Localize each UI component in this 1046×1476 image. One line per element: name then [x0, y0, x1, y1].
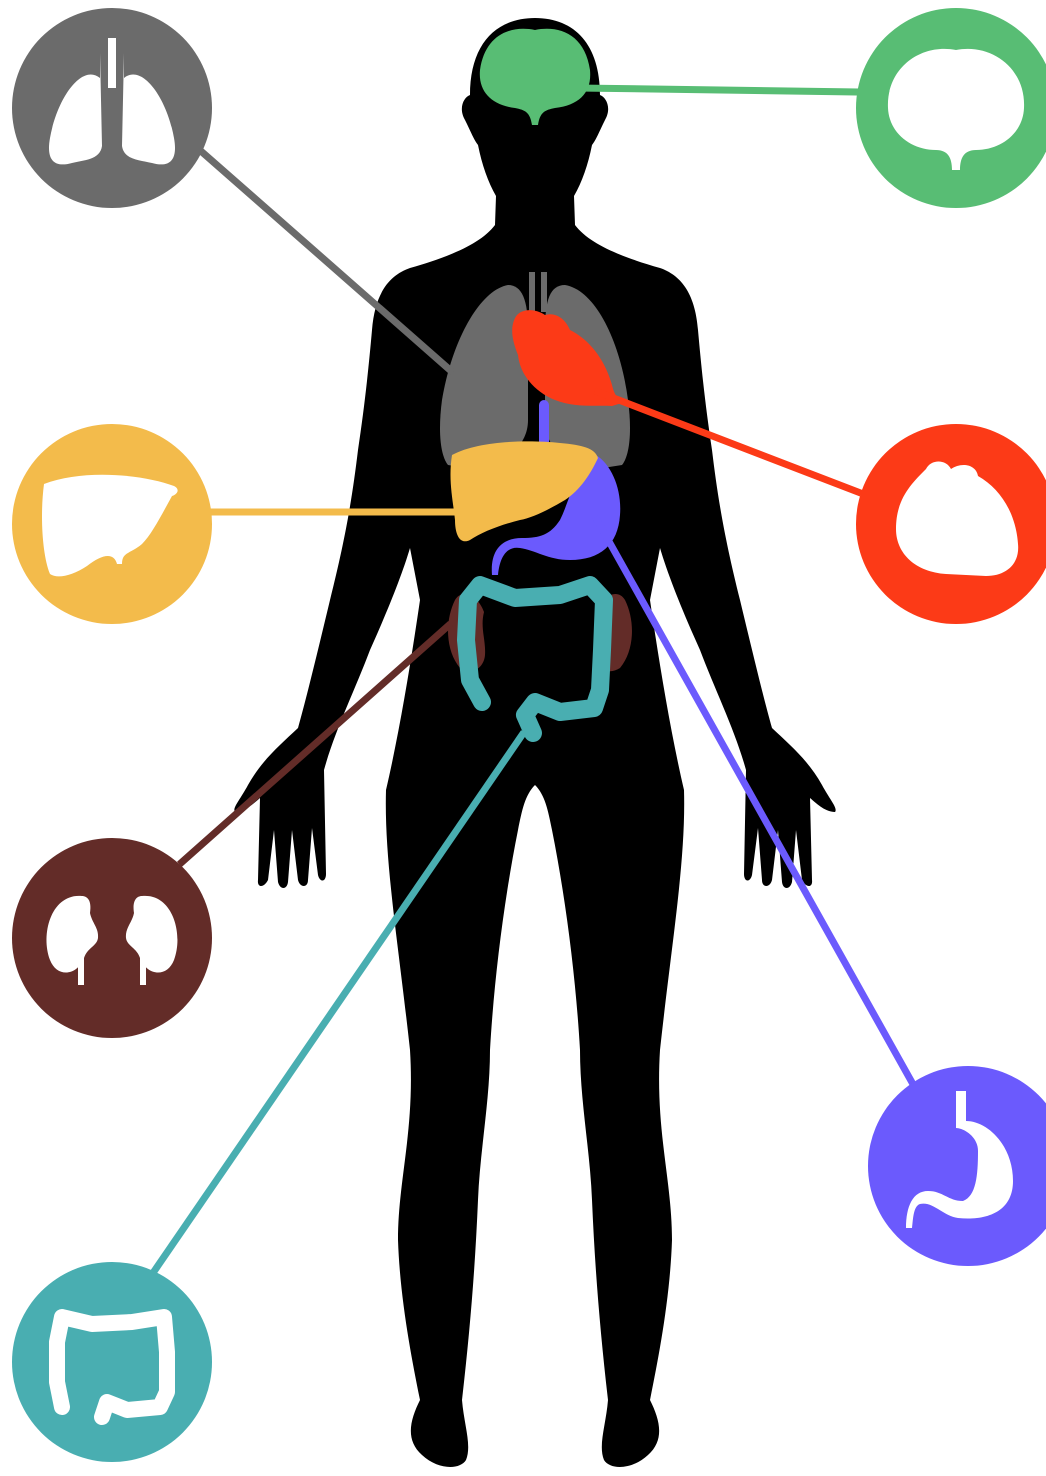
kidneys-badge — [12, 838, 212, 1038]
body-outline — [234, 18, 835, 1467]
stomach-badge — [868, 1066, 1046, 1266]
lungs-connector-line — [202, 152, 450, 370]
body-silhouette — [234, 18, 835, 1467]
intestine-badge — [12, 1262, 212, 1462]
heart-badge — [856, 424, 1046, 624]
brain-badge — [856, 8, 1046, 208]
brain-connector-line — [580, 88, 856, 92]
kidneys-badge-circle — [12, 838, 212, 1038]
liver-badge — [12, 424, 212, 624]
intestine-badge-circle — [12, 1262, 212, 1462]
lungs-badge — [12, 8, 212, 208]
